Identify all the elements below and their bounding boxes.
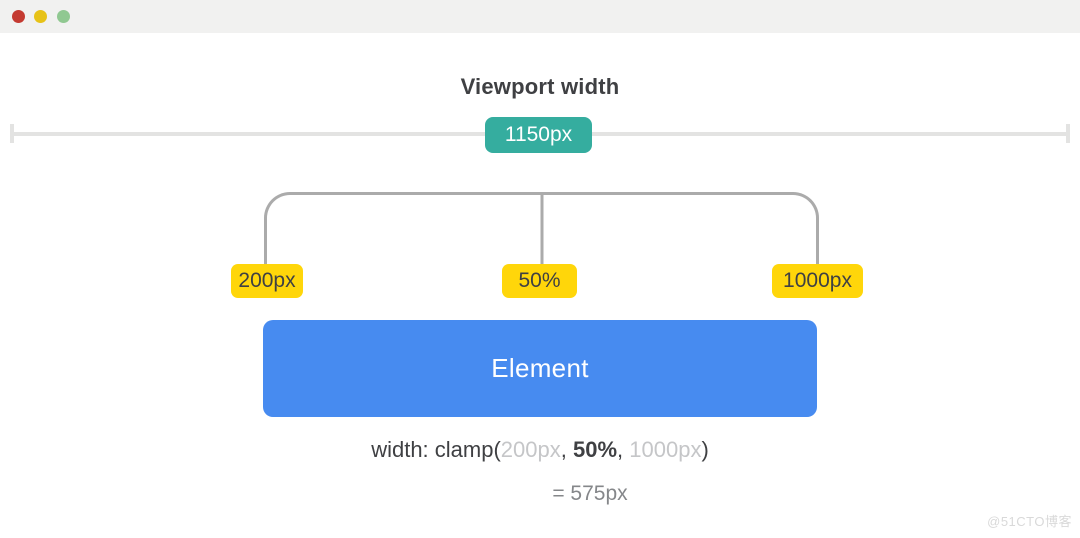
bracket-center-line bbox=[540, 192, 543, 264]
minimize-window-button[interactable] bbox=[34, 10, 47, 23]
viewport-width-badge: 1150px bbox=[485, 117, 592, 153]
formula-preferred-value: 50% bbox=[572, 437, 618, 462]
max-width-badge: 1000px bbox=[772, 264, 863, 298]
formula-separator-2: , bbox=[617, 437, 630, 462]
formula-max-value: 1000px bbox=[629, 437, 702, 462]
formula-prefix: width: clamp( bbox=[371, 437, 501, 462]
formula-suffix: ) bbox=[701, 437, 709, 462]
element-box: Element bbox=[263, 320, 817, 417]
preferred-width-badge: 50% bbox=[502, 264, 577, 298]
watermark: @51CTO博客 bbox=[987, 514, 1072, 529]
ruler-tick-right bbox=[1066, 124, 1070, 143]
zoom-window-button[interactable] bbox=[57, 10, 70, 23]
formula-min-value: 200px bbox=[500, 437, 561, 462]
close-window-button[interactable] bbox=[12, 10, 25, 23]
formula-separator-1: , bbox=[560, 437, 573, 462]
result-text: = 575px bbox=[552, 482, 628, 505]
css-formula: width: clamp(200px, 50%, 1000px) bbox=[0, 437, 1080, 463]
min-width-badge: 200px bbox=[231, 264, 303, 298]
window-titlebar bbox=[0, 0, 1080, 33]
clamp-bracket bbox=[264, 192, 819, 264]
page-title: Viewport width bbox=[460, 74, 620, 99]
ruler-tick-left bbox=[10, 124, 14, 143]
